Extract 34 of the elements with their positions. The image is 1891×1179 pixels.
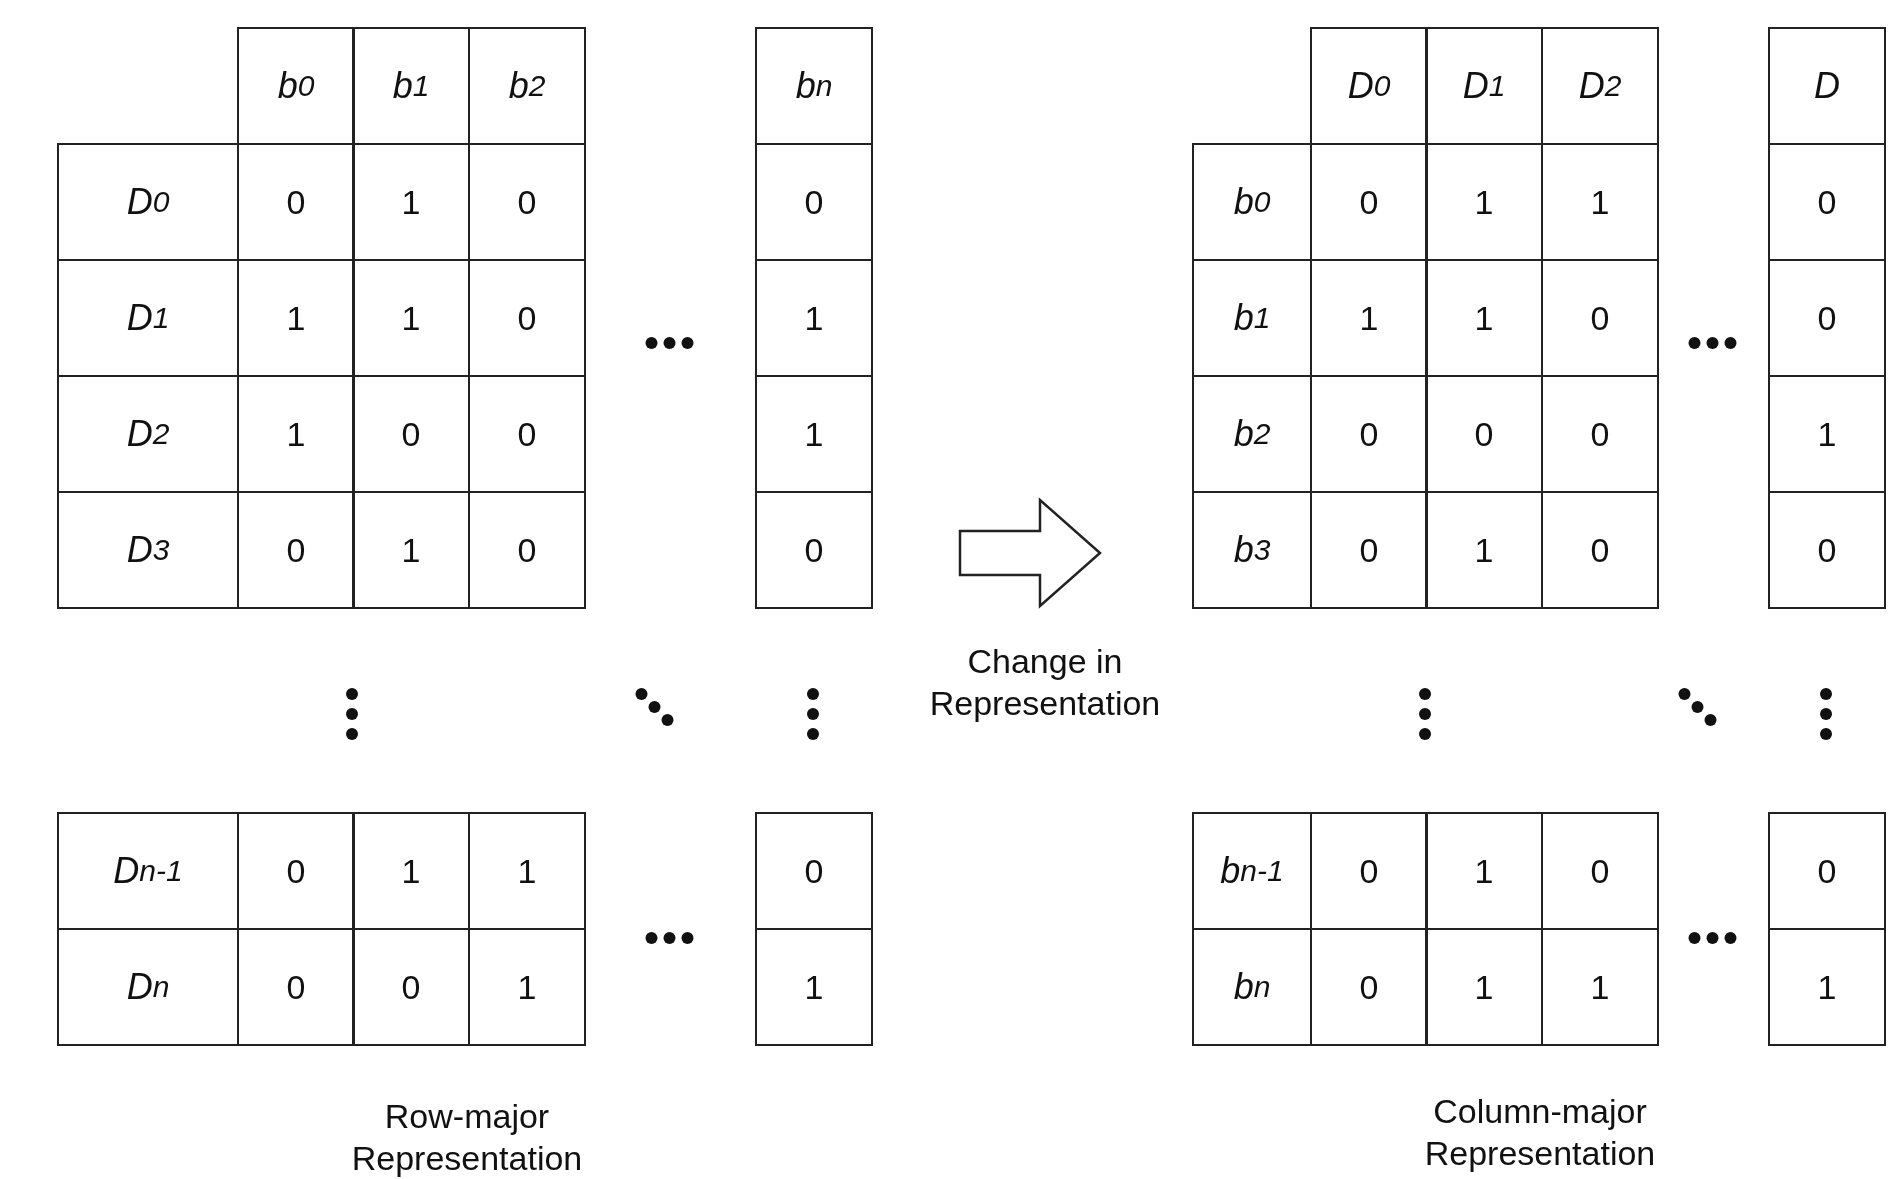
table-cell: 0 [237,491,355,609]
table-cell: 0 [237,928,355,1046]
table-cell: 0 [1768,812,1886,930]
table-cell: 1 [1541,928,1659,1046]
table-cell: 1 [755,375,873,493]
table-cell: 0 [755,491,873,609]
table-cell: 0 [755,143,873,261]
table-cell: 0 [1768,491,1886,609]
table-cell: 1 [468,812,586,930]
table-cell: 0 [237,812,355,930]
table-cell: 0 [1541,812,1659,930]
table-cell: 0 [1310,491,1428,609]
table-cell: 1 [1768,928,1886,1046]
table-cell: 1 [755,928,873,1046]
table-cell: 1 [755,259,873,377]
column-header: D [1768,27,1886,145]
table-cell: 1 [1768,375,1886,493]
table-cell: 0 [1768,143,1886,261]
table-cell: 0 [755,812,873,930]
table-cell: 1 [1425,928,1543,1046]
caption: Change in Representation [928,641,1162,724]
table-cell: 0 [1310,812,1428,930]
caption: Row-major Representation [350,1096,584,1179]
table-cell: 1 [468,928,586,1046]
table-cell: 1 [352,491,470,609]
table-cell: 0 [1768,259,1886,377]
table-cell: 0 [1541,491,1659,609]
table-cell: 1 [1425,812,1543,930]
table-cell: 0 [352,928,470,1046]
caption: Column-major Representation [1423,1091,1657,1174]
table-cell: 0 [468,491,586,609]
table-cell: 1 [352,812,470,930]
table-cell: 1 [1425,491,1543,609]
table-cell: 0 [1310,928,1428,1046]
